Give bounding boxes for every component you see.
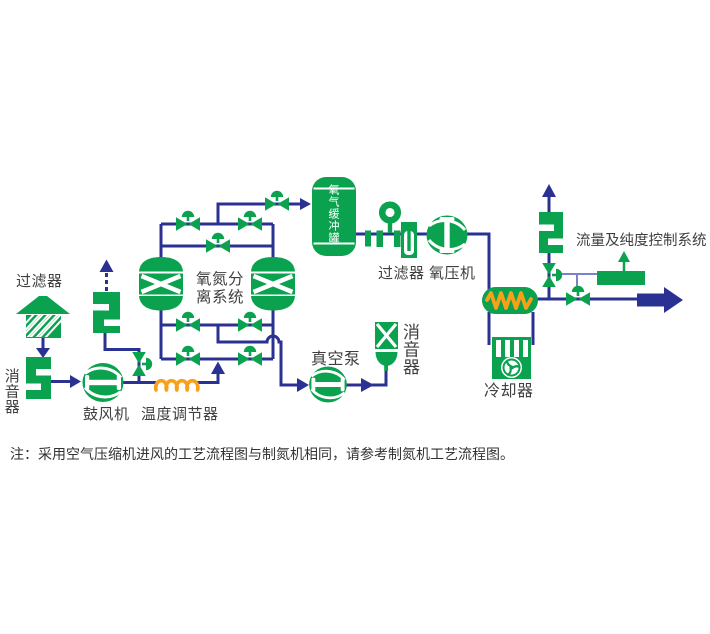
arrow-vent-right-up — [542, 184, 556, 197]
arrow-feed-up — [211, 361, 225, 374]
label-blower: 鼓风机 — [83, 406, 130, 423]
valve-top-row-left — [176, 210, 200, 231]
arrow-into-blower — [70, 375, 81, 388]
label-flow-purity-control: 流量及纯度控制系统 — [576, 233, 707, 249]
valve-outlet-control — [566, 285, 590, 306]
inlet-filter-symbol — [16, 296, 70, 338]
arrow-into-inlet-silencer — [36, 348, 50, 358]
cooler-fan-symbol — [492, 337, 531, 379]
valve-bottom-row2-right — [238, 345, 262, 366]
cooler-exchanger-symbol — [482, 287, 538, 314]
valve-bottom-row2-left — [176, 345, 200, 366]
blower-symbol — [81, 361, 125, 404]
valve-top-row-right — [238, 210, 262, 231]
label-inlet-silencer: 消音器 — [2, 368, 20, 415]
label-vacuum-pump: 真空泵 — [311, 351, 361, 368]
adsorber-vessel-right — [251, 257, 295, 311]
label-vacuum-silencer: 消音器 — [400, 323, 420, 376]
outlet-filter-symbol — [401, 222, 417, 258]
outlet-arrow — [637, 287, 683, 313]
filter-crosshatch — [26, 314, 61, 337]
label-buffer-tank: 氧气缓冲罐 — [327, 184, 339, 244]
arrow-vent-up — [99, 259, 114, 272]
vacuum-pump-symbol — [307, 365, 349, 404]
note-text: 注：采用空气压缩机进风的工艺流程图与制氮机相同，请参考制氮机工艺流程图。 — [10, 446, 514, 462]
arrow-into-tank — [300, 198, 311, 210]
equipment — [16, 177, 683, 404]
label-inlet-filter: 过滤器 — [16, 273, 63, 290]
valve-bottom-row1-left — [176, 311, 200, 332]
valve-vent-right — [542, 263, 563, 287]
pipe-vacuum-discharge — [345, 369, 388, 387]
pipe-vacuum-branch-with-hop — [216, 325, 297, 387]
label-separation-system: 氧氮分离系统 — [195, 271, 244, 306]
control-system-arrow — [618, 251, 630, 272]
temperature-regulator-coil — [153, 378, 200, 392]
vacuum-silencer-symbol — [375, 322, 398, 371]
valve-product — [265, 190, 289, 211]
label-outlet-filter: 过滤器 — [378, 265, 425, 282]
vent-silencer-symbol — [93, 292, 120, 333]
adsorber-vessel-left — [139, 257, 183, 311]
valve-equalization — [206, 232, 230, 253]
label-cooler: 冷却器 — [484, 383, 534, 400]
arrow-into-vacuum-pump — [297, 378, 309, 392]
fan-blades-icon — [506, 359, 521, 376]
valve-blowoff — [132, 352, 153, 376]
pipe-feed-riser — [196, 374, 220, 384]
control-system-bar — [597, 271, 645, 285]
label-oxygen-compressor: 氧压机 — [429, 265, 476, 282]
label-temperature-regulator: 温度调节器 — [141, 406, 219, 423]
inlet-silencer-symbol — [26, 357, 51, 399]
buffer-tank-symbol — [312, 177, 356, 256]
arrow-vacuum-discharge — [361, 378, 374, 392]
pressure-regulator-symbol — [365, 201, 402, 247]
oxygen-compressor-symbol — [425, 214, 469, 256]
vent-silencer-right-symbol — [539, 212, 563, 253]
valve-bottom-row1-right — [238, 311, 262, 332]
